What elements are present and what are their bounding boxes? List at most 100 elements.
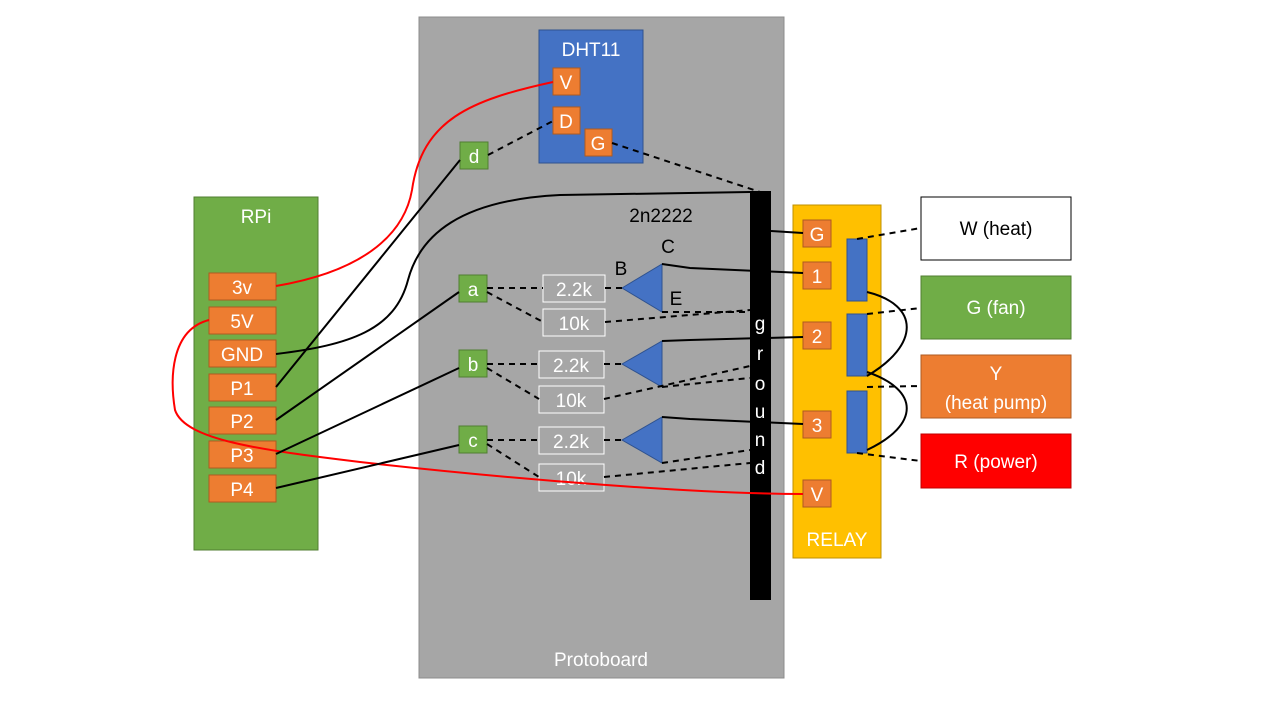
terminal-power: R (power) [920,433,1072,489]
transistor-part-label: 2n2222 [629,206,692,227]
resistor-b-pulldown: 10k [538,385,605,414]
wire-relay-common-1 [866,291,908,377]
ground-letter-5: n [755,430,766,451]
dht11-pin-v-label: V [560,73,573,94]
dht11-pin-d-label: D [559,112,573,133]
ground-label: g r o u n d [755,314,766,479]
resistor-c-pulldown-label: 10k [556,469,587,490]
wire-collector-a-to-relay-1 [661,263,804,274]
ground-bar [750,191,771,600]
terminal-power-label: R (power) [954,452,1037,473]
wire-p3-to-node-b [275,367,460,455]
wire-5v-to-relay-v [171,319,804,495]
relay-switch-3 [846,390,868,454]
wire-3v-to-dht11-v [275,81,554,287]
wire-relay-g-to-ground [770,230,804,234]
terminal-heat-label: W (heat) [960,219,1033,240]
dht11-label: DHT11 [562,40,621,61]
rpi-pin-gnd: GND [208,339,277,368]
wire-node-d-to-dht11-d [487,120,554,156]
resistor-a-base-label: 2.2k [556,280,592,301]
relay-pin-3-label: 3 [812,416,823,437]
wire-p4-to-node-c [275,444,460,489]
resistor-c-base: 2.2k [538,426,605,455]
terminal-fan: G (fan) [920,275,1072,340]
node-a: a [458,274,488,303]
rpi-pin-gnd-label: GND [221,345,263,366]
node-c-label: c [468,431,478,452]
resistor-b-base: 2.2k [538,350,605,379]
resistor-a-pulldown-label: 10k [559,314,590,335]
wire-p2-to-node-a [275,291,460,421]
wire-gnd-to-ground [275,191,751,355]
relay-pin-1-label: 1 [812,267,823,288]
rpi-pin-p2-label: P2 [230,412,253,433]
rpi-pin-p2: P2 [208,406,277,435]
relay-pin-v: V [802,479,832,508]
wire-p1-to-node-d [275,159,461,388]
transistor-collector-label: C [661,237,675,258]
wire-res-b-pulldown-to-ground [603,365,751,400]
relay-pin-g-label: G [810,225,825,246]
terminal-fan-label: G (fan) [966,298,1025,319]
rpi-pin-5v: 5V [208,306,277,335]
rpi-pin-p1: P1 [208,373,277,402]
ground-letter-6: d [755,458,766,479]
resistor-c-base-label: 2.2k [553,432,589,453]
resistor-b-base-label: 2.2k [553,356,589,377]
dht11-pin-g: G [584,128,613,157]
relay-pin-v-label: V [811,485,824,506]
resistor-a-pulldown: 10k [542,308,606,337]
protoboard-label: Protoboard [554,650,648,671]
relay-pin-2-label: 2 [812,327,823,348]
node-d-label: d [469,147,480,168]
terminal-heat: W (heat) [920,196,1072,261]
dht11-pin-g-label: G [591,134,606,155]
relay-pin-2: 2 [802,321,832,350]
relay-label: RELAY [807,530,868,551]
wire-dht11-g-to-ground [611,142,761,193]
transistor-base-label: B [615,259,628,280]
dht11-pin-d: D [552,106,581,135]
wire-res-c-pulldown-to-ground [603,462,751,478]
relay-pin-g: G [802,219,832,248]
wire-collector-c-to-relay-3 [661,416,804,425]
ground-letter-4: u [755,402,766,423]
rpi-pin-p1-label: P1 [230,379,253,400]
rpi-pin-p4-label: P4 [230,480,254,501]
rpi-pin-3v-label: 3v [232,278,253,299]
relay-switch-2 [846,313,868,377]
transistor-b [620,340,663,388]
node-a-label: a [468,280,479,301]
terminal-heat-pump-label-1: Y [990,364,1003,385]
node-c: c [458,425,488,454]
ground-letter-2: r [757,344,764,365]
wire-collector-b-to-relay-2 [661,336,804,342]
wire-relay-2-to-fan [866,307,922,315]
relay-switch-1 [846,238,868,302]
resistor-c-pulldown: 10k [538,463,605,492]
rpi-label: RPi [241,207,272,228]
rpi-pin-5v-label: 5V [230,312,254,333]
wire-emitter-b-to-ground [661,377,751,388]
wire-relay-common-2 [866,371,908,451]
terminal-heat-pump: Y (heat pump) [920,354,1072,419]
node-d: d [459,141,489,170]
rpi-pin-3v: 3v [208,272,277,301]
terminal-heat-pump-label-2: (heat pump) [945,393,1047,414]
ground-letter-3: o [755,374,766,395]
resistor-a-base: 2.2k [542,274,606,303]
ground-letter-1: g [755,314,766,335]
node-b-label: b [468,355,479,376]
wire-emitter-c-to-ground [661,449,751,464]
transistor-emitter-label: E [670,289,683,310]
rpi-pin-p3-label: P3 [230,446,253,467]
relay-pin-1: 1 [802,261,832,290]
resistor-b-pulldown-label: 10k [556,391,587,412]
transistor-c [620,416,663,464]
relay-pin-3: 3 [802,410,832,439]
rpi-pin-p4: P4 [208,474,277,503]
node-b: b [458,349,488,378]
dht11-pin-v: V [552,67,581,96]
